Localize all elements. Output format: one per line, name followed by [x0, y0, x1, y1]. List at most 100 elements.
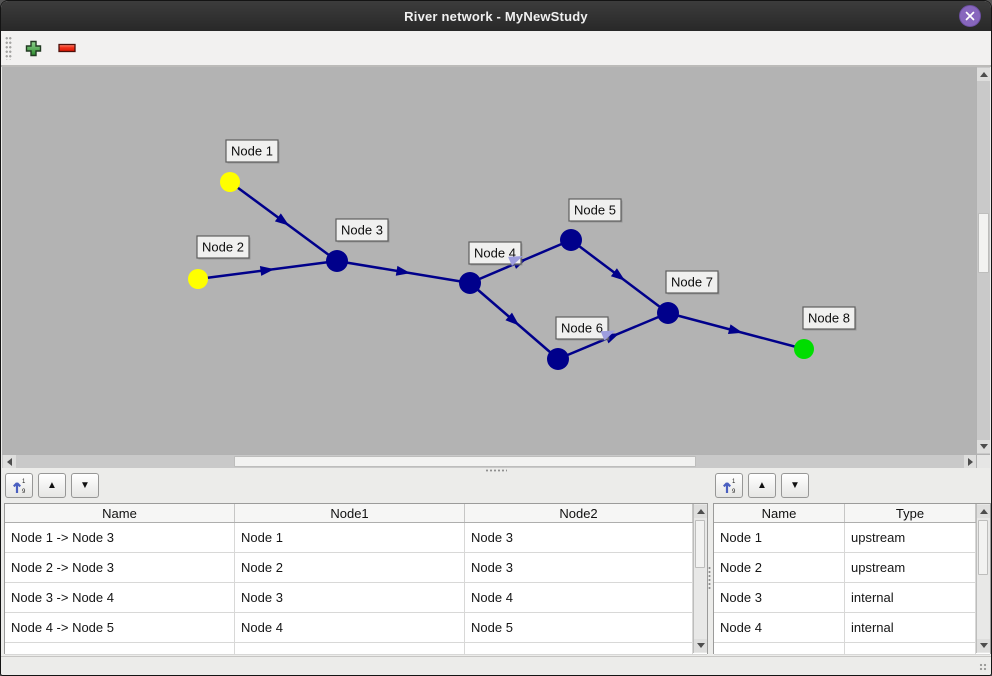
node-label-text: Node 1	[231, 144, 273, 159]
node-label-text: Node 7	[671, 275, 713, 290]
column-header-name[interactable]: Name	[714, 504, 845, 522]
scroll-right-button[interactable]	[964, 455, 977, 468]
table-cell[interactable]: upstream	[845, 523, 976, 552]
toolbar	[1, 31, 991, 67]
graph-node[interactable]	[794, 339, 814, 359]
node-label-box[interactable]	[468, 241, 522, 265]
scroll-down-button[interactable]	[977, 440, 990, 453]
scroll-up-icon	[979, 72, 988, 77]
table-cell[interactable]: Node 3	[235, 583, 465, 612]
nodes-move-down-button[interactable]: ▼	[781, 473, 809, 498]
table-cell[interactable]: Node 3	[714, 583, 845, 612]
scroll-down-button[interactable]	[694, 639, 707, 652]
table-cell[interactable]: Node 2	[714, 553, 845, 582]
links-sort-button[interactable]: 1 9	[5, 473, 33, 498]
canvas-horizontal-scrollbar[interactable]	[2, 454, 978, 468]
horizontal-splitter[interactable]	[2, 468, 990, 473]
close-button[interactable]	[959, 5, 981, 27]
canvas-vertical-scrollbar[interactable]	[976, 67, 990, 454]
nodes-sort-button[interactable]: 1 9	[715, 473, 743, 498]
svg-text:1: 1	[732, 479, 736, 485]
node-label-box[interactable]	[335, 218, 389, 242]
table-cell[interactable]: Node 4 -> Node 5	[5, 613, 235, 642]
table-cell	[465, 643, 693, 654]
window-title: River network - MyNewStudy	[404, 8, 588, 24]
table-scroll-thumb[interactable]	[695, 520, 705, 568]
horizontal-scroll-thumb[interactable]	[234, 456, 696, 467]
graph-node[interactable]	[459, 272, 481, 294]
table-cell[interactable]: internal	[845, 583, 976, 612]
node-label-box[interactable]	[555, 316, 609, 340]
scroll-left-icon	[7, 457, 12, 466]
links-move-up-button[interactable]: ▲	[38, 473, 66, 498]
graph-node[interactable]	[560, 229, 582, 251]
edge-arrow-icon	[395, 265, 411, 276]
node-label-box[interactable]	[802, 306, 856, 330]
table-cell[interactable]: Node 2 -> Node 3	[5, 553, 235, 582]
splitter-grip-icon	[708, 565, 711, 590]
node-label-box[interactable]	[225, 139, 279, 163]
toolbar-drag-handle[interactable]	[5, 36, 12, 60]
graph-node[interactable]	[547, 348, 569, 370]
window-resize-grip[interactable]	[979, 663, 988, 672]
svg-text:9: 9	[732, 489, 736, 494]
table-scroll-thumb[interactable]	[978, 520, 988, 575]
remove-node-button[interactable]	[54, 35, 80, 61]
column-header-node1[interactable]: Node1	[235, 504, 465, 522]
graph-node[interactable]	[657, 302, 679, 324]
titlebar[interactable]: River network - MyNewStudy	[1, 1, 991, 31]
splitter-grip-icon	[485, 469, 507, 472]
table-cell[interactable]: Node 3	[465, 553, 693, 582]
table-cell[interactable]: Node 1	[714, 523, 845, 552]
table-cell[interactable]: Node 1	[235, 523, 465, 552]
table-cell[interactable]: Node 4	[465, 583, 693, 612]
table-cell[interactable]: Node 4	[714, 613, 845, 642]
table-cell[interactable]: upstream	[845, 553, 976, 582]
add-node-button[interactable]	[20, 35, 46, 61]
links-table-scrollbar[interactable]	[693, 504, 707, 653]
table-cell	[845, 643, 976, 654]
svg-text:9: 9	[22, 489, 26, 494]
scroll-up-button[interactable]	[977, 505, 990, 518]
node-label-box[interactable]	[665, 270, 719, 294]
node-label-text: Node 5	[574, 203, 616, 218]
scroll-left-button[interactable]	[3, 455, 16, 468]
scroll-up-button[interactable]	[694, 505, 707, 518]
graph-node[interactable]	[188, 269, 208, 289]
scroll-up-button[interactable]	[977, 68, 990, 81]
vertical-scroll-thumb[interactable]	[978, 213, 989, 273]
graph-node[interactable]	[220, 172, 240, 192]
table-cell[interactable]: Node 2	[235, 553, 465, 582]
table-cell[interactable]: Node 1 -> Node 3	[5, 523, 235, 552]
node-label-text: Node 4	[474, 246, 516, 261]
links-move-down-button[interactable]: ▼	[71, 473, 99, 498]
nodes-move-up-button[interactable]: ▲	[748, 473, 776, 498]
table-cell[interactable]: Node 3	[465, 523, 693, 552]
scroll-down-button[interactable]	[977, 639, 990, 652]
graph-node[interactable]	[326, 250, 348, 272]
table-cell[interactable]: Node 5	[465, 613, 693, 642]
column-header-node2[interactable]: Node2	[465, 504, 693, 522]
table-cell[interactable]: internal	[845, 613, 976, 642]
edge-arrow-over-label-icon	[508, 255, 523, 267]
table-cell[interactable]: Node 4	[235, 613, 465, 642]
column-header-type[interactable]: Type	[845, 504, 976, 522]
node-label-box[interactable]	[568, 198, 622, 222]
table-cell[interactable]: Node 3 -> Node 4	[5, 583, 235, 612]
scroll-down-icon	[979, 444, 988, 449]
vertical-splitter[interactable]	[707, 501, 712, 654]
column-header-name[interactable]: Name	[5, 504, 235, 522]
node-label-box[interactable]	[196, 235, 250, 259]
nodes-table-scrollbar[interactable]	[976, 504, 990, 653]
